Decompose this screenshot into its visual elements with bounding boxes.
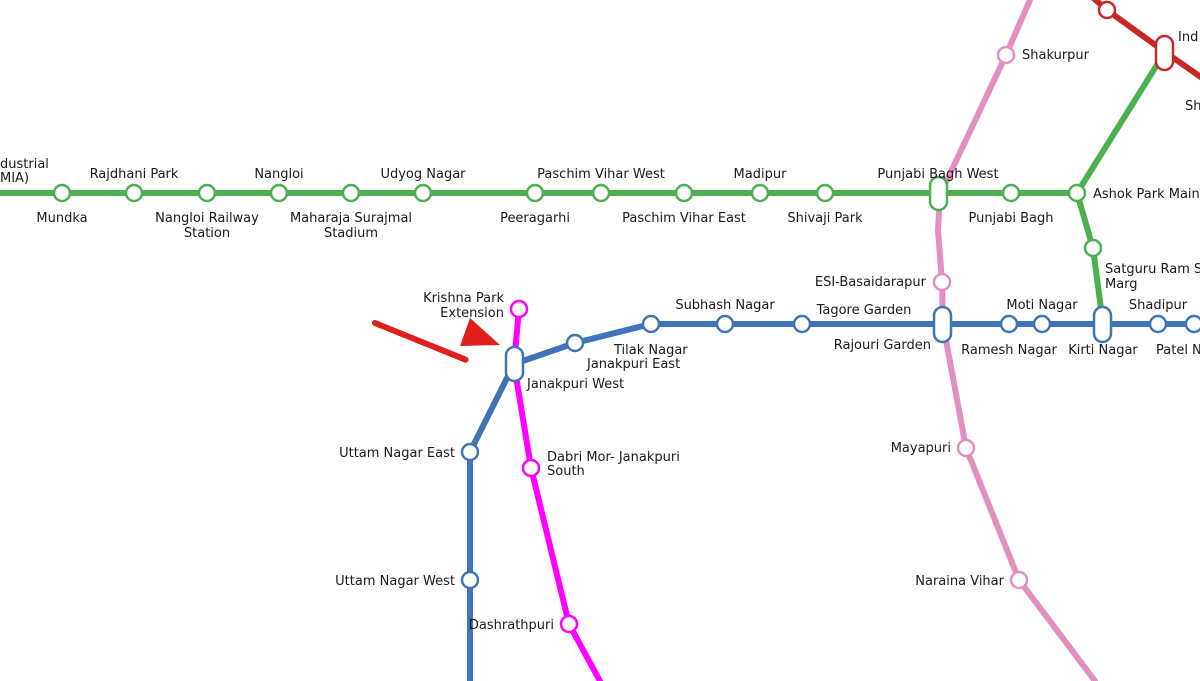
label-krishna-park-2: Extension bbox=[440, 306, 504, 321]
label-punjabi-bagh: Punjabi Bagh bbox=[968, 211, 1053, 226]
label-maharaja-2: Stadium bbox=[324, 226, 378, 241]
label-krishna-park-1: Krishna Park bbox=[423, 291, 504, 306]
label-subhash-nagar: Subhash Nagar bbox=[675, 298, 775, 313]
green-branch-line bbox=[1074, 190, 1106, 327]
station-red-top[interactable] bbox=[1097, 0, 1117, 20]
label-dabri-mor-1: Dabri Mor- Janakpuri bbox=[547, 450, 680, 465]
label-mundka: Mundka bbox=[36, 211, 87, 226]
label-janakpuri-east: Janakpuri East bbox=[586, 357, 680, 372]
label-shivaji-park: Shivaji Park bbox=[787, 211, 863, 226]
station-punjabi-bagh-west[interactable] bbox=[928, 175, 949, 212]
label-shadipur: Shadipur bbox=[1129, 298, 1188, 313]
label-rajdhani-park: Rajdhani Park bbox=[90, 167, 179, 182]
station-dabri-mor[interactable] bbox=[521, 458, 541, 478]
arrow-icon bbox=[372, 318, 500, 363]
label-tilak-nagar: Tilak Nagar bbox=[613, 343, 688, 358]
station-paschim-vihar-east[interactable] bbox=[674, 183, 694, 203]
label-sh: Sh bbox=[1185, 99, 1200, 114]
label-patel-nagar: Patel N bbox=[1156, 343, 1200, 358]
label-janakpuri-west: Janakpuri West bbox=[526, 377, 624, 392]
label-industrial-1: dustrial bbox=[0, 157, 49, 172]
label-rajouri-garden: Rajouri Garden bbox=[834, 338, 931, 353]
station-patel-nagar[interactable] bbox=[1184, 314, 1200, 334]
label-maharaja-1: Maharaja Surajmal bbox=[290, 211, 412, 226]
station-naraina-vihar[interactable] bbox=[1009, 570, 1029, 590]
label-satguru-2: Marg bbox=[1105, 277, 1138, 292]
label-moti-nagar: Moti Nagar bbox=[1006, 298, 1078, 313]
station-peeragarhi[interactable] bbox=[525, 183, 545, 203]
label-naraina-vihar: Naraina Vihar bbox=[915, 574, 1004, 589]
station-satguru-ram-singh-marg[interactable] bbox=[1083, 238, 1103, 258]
label-kirti-nagar: Kirti Nagar bbox=[1068, 343, 1138, 358]
label-nangloi-railway-1: Nangloi Railway bbox=[155, 211, 259, 226]
station-madipur[interactable] bbox=[750, 183, 770, 203]
station-rajouri-garden[interactable] bbox=[932, 305, 953, 344]
station-mayapuri[interactable] bbox=[956, 438, 976, 458]
label-satguru-1: Satguru Ram S bbox=[1105, 262, 1200, 277]
label-dashrathpuri: Dashrathpuri bbox=[469, 618, 554, 633]
station-tagore-garden[interactable] bbox=[715, 314, 735, 334]
blue-line bbox=[467, 321, 1200, 681]
station-rajouri-area[interactable] bbox=[792, 314, 812, 334]
station-subhash-nagar[interactable] bbox=[641, 314, 661, 334]
station-ashok-park-main[interactable] bbox=[1067, 183, 1087, 203]
station-rajdhani-park[interactable] bbox=[124, 183, 144, 203]
station-uttam-nagar-east[interactable] bbox=[460, 442, 480, 462]
label-ramesh-nagar: Ramesh Nagar bbox=[961, 343, 1057, 358]
station-krishna-park-extension[interactable] bbox=[509, 299, 529, 319]
station-moti-nagar[interactable] bbox=[1032, 314, 1052, 334]
label-indo: Ind bbox=[1178, 30, 1198, 45]
label-madipur: Madipur bbox=[734, 167, 788, 182]
label-uttam-nagar-west: Uttam Nagar West bbox=[335, 574, 455, 589]
station-punjabi-bagh[interactable] bbox=[1001, 183, 1021, 203]
station-shivaji-park[interactable] bbox=[815, 183, 835, 203]
station-mundka[interactable] bbox=[52, 183, 72, 203]
station-shadipur[interactable] bbox=[1148, 314, 1168, 334]
label-peeragarhi: Peeragarhi bbox=[500, 211, 570, 226]
label-paschim-vihar-west: Paschim Vihar West bbox=[537, 167, 665, 182]
label-dabri-mor-2: South bbox=[547, 464, 585, 479]
label-mayapuri: Mayapuri bbox=[891, 441, 951, 456]
station-shakurpur[interactable] bbox=[996, 45, 1016, 65]
station-nangloi-railway[interactable] bbox=[197, 183, 217, 203]
station-janakpuri-west[interactable] bbox=[504, 345, 525, 383]
station-uttam-nagar-west[interactable] bbox=[460, 570, 480, 590]
label-tagore-garden: Tagore Garden bbox=[816, 303, 912, 318]
label-shakurpur: Shakurpur bbox=[1022, 48, 1090, 63]
station-esi-basaidarapur[interactable] bbox=[932, 272, 952, 292]
label-esi: ESI-Basaidarapur bbox=[815, 275, 927, 290]
station-dashrathpuri[interactable] bbox=[559, 614, 579, 634]
label-udyog-nagar: Udyog Nagar bbox=[380, 167, 466, 182]
label-punjabi-bagh-west: Punjabi Bagh West bbox=[877, 167, 998, 182]
label-nangloi-railway-2: Station bbox=[184, 226, 230, 241]
station-kirti-nagar[interactable] bbox=[1092, 305, 1113, 344]
label-uttam-nagar-east: Uttam Nagar East bbox=[339, 446, 455, 461]
label-nangloi: Nangloi bbox=[254, 167, 303, 182]
station-nangloi[interactable] bbox=[269, 183, 289, 203]
station-paschim-vihar-west[interactable] bbox=[591, 183, 611, 203]
label-industrial-2: MIA) bbox=[0, 171, 29, 186]
label-paschim-vihar-east: Paschim Vihar East bbox=[622, 211, 746, 226]
station-ramesh-nagar[interactable] bbox=[999, 314, 1019, 334]
label-ashok-park-main: Ashok Park Main bbox=[1093, 187, 1200, 202]
station-inderlok[interactable] bbox=[1154, 34, 1175, 72]
station-maharaja-surajmal[interactable] bbox=[341, 183, 361, 203]
station-tilak-nagar[interactable] bbox=[565, 333, 585, 353]
red-line bbox=[1091, 0, 1200, 81]
station-udyog-nagar[interactable] bbox=[413, 183, 433, 203]
